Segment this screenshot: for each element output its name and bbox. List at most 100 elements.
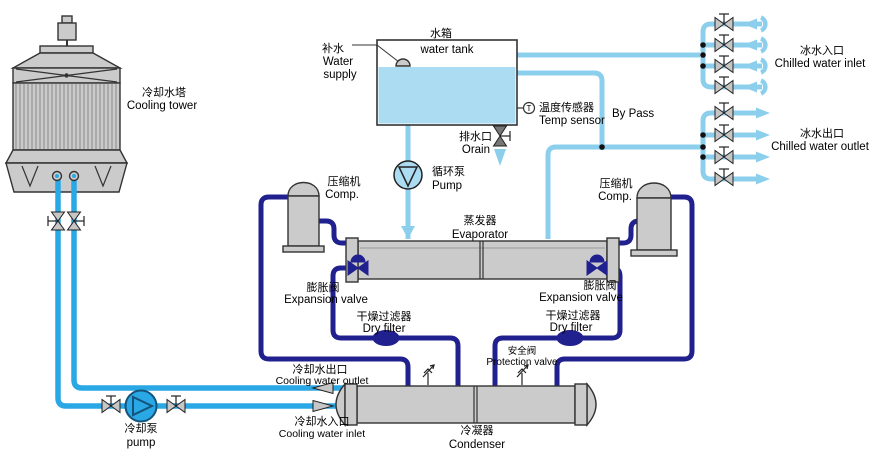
- suction-line-right: [615, 218, 643, 246]
- flow-arrow-out-icon: [756, 173, 770, 185]
- flow-arrow-in-icon: [743, 18, 757, 30]
- drain-arrow-icon: [494, 149, 506, 166]
- dry-filter-right-label-en: Dry filter: [550, 322, 593, 334]
- expansion-valve-right-label-zh: 膨胀阀: [584, 278, 617, 292]
- dry-filter-left-icon: [372, 330, 400, 346]
- dry-filter-right-icon: [556, 330, 584, 346]
- cooling-water-return-pipe: [71, 176, 347, 391]
- compressor-right: [630, 182, 678, 257]
- drain-label-en: Orain: [462, 144, 490, 156]
- protection-valve-label-en: Protection valve: [486, 357, 558, 368]
- dry-filter-right-label-zh: 干燥过滤器: [546, 309, 601, 322]
- tower-motor: [57, 22, 77, 41]
- pump-suction-valve: [101, 395, 121, 414]
- drain-valve: [492, 125, 511, 147]
- relief-valve-icon: [422, 364, 435, 386]
- temp-sensor-icon: T: [517, 101, 536, 115]
- float-ball-icon: [395, 58, 411, 67]
- tower-top-plate: [39, 45, 94, 54]
- chilled-water-inlet-label-zh: 冰水入口: [800, 44, 844, 57]
- compressor-left-label-zh: 压缩机: [328, 174, 361, 188]
- flow-arrow-in-icon: [743, 39, 757, 51]
- chilled-water-outlet-manifold: [700, 110, 758, 182]
- chilled-outlet-valve-3: [714, 146, 734, 165]
- flow-arrow-down-icon: [401, 226, 415, 239]
- pipe-junction: [599, 144, 605, 150]
- pipe-junction: [700, 144, 706, 150]
- tower-valve-right: [66, 211, 85, 231]
- circulation-pump-label-en: Pump: [432, 180, 462, 192]
- evaporator-outlet-pipe: [545, 144, 701, 239]
- tower-basin-flare: [4, 149, 129, 164]
- discharge-line-left: [258, 194, 411, 388]
- pipe-junction: [700, 132, 706, 138]
- condenser: [335, 382, 597, 427]
- chilled-inlet-valve-4: [714, 76, 734, 95]
- flow-arrow-out-icon: [756, 107, 770, 119]
- expansion-valve-right-label-en: Expansion valve: [539, 292, 623, 304]
- evaporator-label-zh: 蒸发器: [464, 213, 497, 227]
- compressor-right-label-zh: 压缩机: [600, 176, 633, 190]
- discharge-line-right: [554, 194, 695, 388]
- float-arm: [376, 44, 400, 63]
- condenser-label-en: Condenser: [449, 439, 505, 451]
- condenser-flange-left: [344, 383, 358, 426]
- pipe-junction: [700, 42, 706, 48]
- water-supply-label-en1: Water: [323, 56, 353, 68]
- chilled-outlet-valve-2: [714, 124, 734, 143]
- protection-valve-icon: [516, 364, 529, 386]
- pipe-junction: [700, 52, 706, 58]
- chilled-water-inlet-label-en: Chilled water inlet: [775, 58, 867, 70]
- chilled-outlet-valve-4: [714, 168, 734, 187]
- cooling-water-outlet-arrow: [311, 381, 334, 395]
- evaporator-flange-right: [606, 237, 620, 283]
- flow-arrow-out-icon: [756, 151, 770, 163]
- compressor-left-label-en: Comp.: [325, 189, 359, 201]
- tower-basin: [5, 162, 128, 193]
- flow-arrow-in-icon: [743, 60, 757, 72]
- cooling-tower: [4, 15, 129, 193]
- tower-valve-left: [47, 211, 66, 231]
- flow-arrow-out-icon: [756, 129, 770, 141]
- cooling-pump-label-en: pump: [127, 437, 156, 449]
- cooling-pump-icon: [124, 389, 158, 423]
- temp-sensor-label-zh: 温度传感器: [539, 100, 594, 114]
- chilled-inlet-valve-1: [714, 13, 734, 32]
- cooling-water-inlet-arrow: [312, 399, 335, 413]
- chilled-water-inlet-manifold: [700, 21, 762, 90]
- tank-water: [378, 67, 516, 124]
- dry-filter-left-label-en: Dry filter: [363, 323, 406, 335]
- cooling-water-inlet-label-zh: 冷却水入口: [295, 415, 350, 428]
- compressor-right-label-en: Comp.: [598, 191, 632, 203]
- cooling-tower-label-zh: 冷却水塔: [142, 86, 186, 99]
- cooling-water-outlet-label-en: Cooling water outlet: [276, 375, 369, 387]
- bypass-label: By Pass: [612, 108, 654, 120]
- condenser-flange-right: [574, 383, 588, 426]
- water-tank: [352, 39, 518, 126]
- chilled-inlet-valve-3: [714, 55, 734, 74]
- cooling-water-supply-pipe: [55, 176, 347, 409]
- suction-line-left: [319, 218, 350, 246]
- condenser-head-right: [586, 382, 597, 427]
- chilled-inlet-valve-2: [714, 34, 734, 53]
- liquid-line-left: [330, 265, 461, 388]
- cooling-tower-label-en: Cooling tower: [127, 100, 197, 112]
- temp-sensor-label-en: Temp sensor: [539, 115, 605, 127]
- cooling-pump-label-zh: 冷却泵: [125, 422, 158, 435]
- evaporator: [345, 237, 620, 283]
- cooling-water-inlet-label-en: Cooling water inlet: [279, 428, 365, 440]
- chilled-outlet-valve-1: [714, 102, 734, 121]
- circulation-pump-label-zh: 循环泵: [432, 165, 465, 178]
- water-supply-label-zh: 补水: [322, 42, 344, 55]
- dry-filter-left-label-zh: 干燥过滤器: [357, 310, 412, 323]
- tower-motor-cap: [61, 15, 73, 24]
- compressor-left: [282, 181, 325, 253]
- expansion-valve-left-label-en: Expansion valve: [284, 294, 368, 306]
- protection-valve-label-zh: 安全阀: [508, 345, 537, 357]
- flow-arrow-in-icon: [743, 81, 757, 93]
- chilled-water-outlet-label-zh: 冰水出口: [800, 126, 844, 140]
- water-tank-label-en: water tank: [419, 44, 473, 56]
- pipe-end-caps: [759, 15, 768, 96]
- water-tank-label-zh: 水箱: [430, 26, 452, 40]
